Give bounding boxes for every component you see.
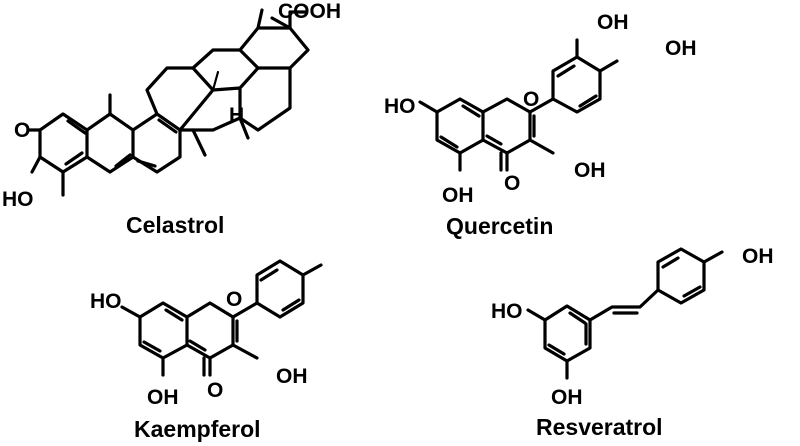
quercetin-ring-o-label: O: [523, 88, 539, 111]
kaempferol-ring-o-label: O: [226, 288, 242, 311]
kaempferol-bonds: [120, 259, 323, 377]
celastrol-name: Celastrol: [126, 212, 224, 238]
quercetin-structure: OH OH HO O OH O OH Quercetin: [384, 11, 697, 239]
celastrol-bonds: [38, 26, 310, 174]
resveratrol-structure: OH HO OH Resveratrol: [491, 245, 774, 440]
quercetin-double-bonds: [439, 64, 598, 172]
resveratrol-double-bonds: [547, 256, 702, 356]
resveratrol-ring-b: [656, 247, 724, 305]
kaempferol-oh-5-label: OH: [147, 386, 179, 409]
resveratrol-ring-a: [526, 288, 660, 380]
quercetin-name: Quercetin: [446, 213, 553, 239]
celastrol-carbonyl-o-label: O: [14, 119, 30, 142]
kaempferol-oh-7-label: HO: [90, 290, 122, 313]
kaempferol-structure: HO O OH O OH Kaempferol: [90, 259, 323, 442]
kaempferol-carbonyl-o-label: O: [207, 379, 223, 402]
resveratrol-oh-3-label: HO: [491, 300, 523, 323]
quercetin-oh-3p-label: OH: [597, 11, 629, 34]
quercetin-oh-7-label: HO: [384, 95, 416, 118]
celastrol-wedge-methyl: [211, 70, 220, 92]
kaempferol-oh-3-label: OH: [276, 365, 308, 388]
celastrol-acid-label: COOH: [278, 0, 341, 23]
quercetin-bonds: [418, 38, 619, 172]
quercetin-oh-4p-label: OH: [665, 37, 697, 60]
celastrol-hydrogen-label: H: [229, 104, 244, 127]
celastrol-hydroxyl-label: HO: [2, 188, 34, 211]
celastrol-double-bonds: [64, 118, 178, 168]
resveratrol-oh-4p-label: OH: [742, 245, 774, 268]
kaempferol-double-bonds: [142, 268, 301, 377]
resveratrol-oh-5-label: OH: [551, 386, 583, 409]
kaempferol-name: Kaempferol: [134, 416, 261, 442]
quercetin-carbonyl-o-label: O: [504, 172, 520, 195]
celastrol-structure: O HO COOH H Celastrol: [2, 0, 341, 238]
quercetin-oh-3-label: OH: [574, 159, 606, 182]
celastrol-substituent-bonds: [26, 8, 307, 197]
quercetin-oh-5-label: OH: [442, 184, 474, 207]
resveratrol-name: Resveratrol: [536, 414, 663, 440]
